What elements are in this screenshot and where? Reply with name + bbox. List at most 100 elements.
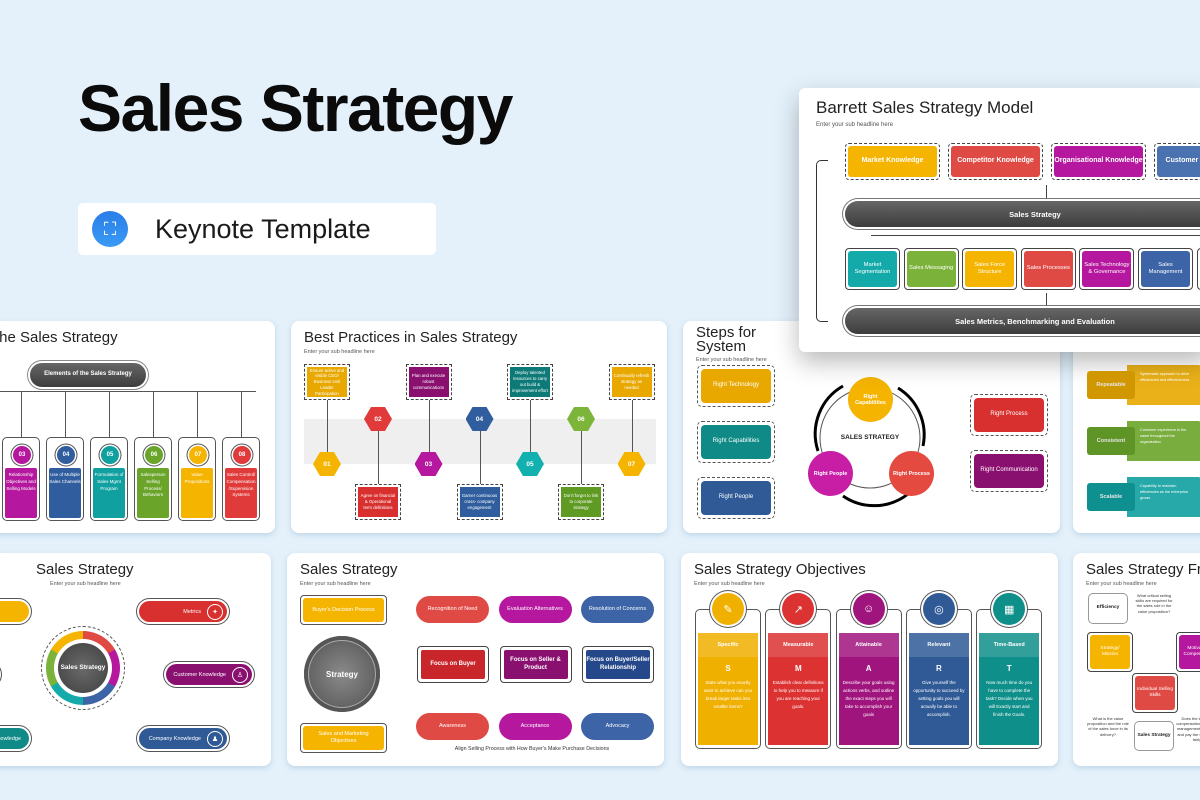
practice-text: Continually refresh strategy as needed <box>611 367 652 397</box>
stage-pill: Resolution of Concerns <box>581 596 654 623</box>
knowledge-box: Competitor Knowledge <box>948 143 1043 180</box>
slide-sales-strategy-objectives: Sales Strategy Objectives Enter your sub… <box>681 553 1058 766</box>
element-number: 06 <box>145 446 163 464</box>
objective-heading: Specific <box>698 633 758 657</box>
objective-letter: S <box>725 664 731 673</box>
quality-row: Repeatable Systematic approach to drive … <box>1087 365 1200 405</box>
connector-line <box>21 391 23 437</box>
slide-title: the Sales Strategy <box>0 329 118 346</box>
mission-box: Strategy/ Mission <box>1090 635 1130 669</box>
objective-heading: Measurable <box>768 633 829 657</box>
practice-box: Plan and execute robust communications <box>405 364 452 400</box>
stage-pill: Advocacy <box>581 713 654 740</box>
component-text: Sales Messaging <box>906 251 956 287</box>
hub-pill-metrics: Metrics ✦ <box>136 598 230 625</box>
hub-center: Sales Strategy <box>58 643 108 693</box>
slide-sales-strategy-framework: Sales Strategy Framework Enter your sub … <box>1073 553 1200 766</box>
keynote-template-badge: ⛶ Keynote Template <box>78 203 436 255</box>
hub-pill-customer: Customer Knowledge♙ <box>163 661 255 688</box>
element-text: Formulation of Sales Mgmt Program <box>93 468 125 518</box>
component-box: Sales Messaging <box>903 248 959 290</box>
practice-text: Deploy talented resources to carry out b… <box>510 367 550 397</box>
step-hexagon: 07 <box>617 452 646 476</box>
cycle-center-label: SALES STRATEGY <box>840 434 900 441</box>
slide-subtitle: Enter your sub headline here <box>1086 581 1157 587</box>
quality-label: Consistent <box>1087 427 1135 455</box>
keynote-icon: ⛶ <box>92 211 128 247</box>
slide-sales-qualities: Repeatable Systematic approach to drive … <box>1073 321 1200 533</box>
connector-arrow <box>581 431 583 484</box>
element-number: 04 <box>57 446 75 464</box>
slide-title: Sales Strategy <box>36 561 134 578</box>
focus-box: Focus on Buyer/Seller Relationship <box>582 646 654 683</box>
component-text: Sales Management <box>1141 251 1190 287</box>
connector-arrow <box>1046 293 1048 306</box>
slide-subtitle: Enter your sub headline here <box>304 349 375 355</box>
objective-body: M Establish clear definitions to help yo… <box>768 657 829 745</box>
element-card: 07 Value Propositions <box>178 437 216 521</box>
badge-label: Keynote Template <box>155 214 371 244</box>
focus-box: Focus on Buyer <box>417 646 489 683</box>
caption: Align Selling Process with How Buyer's M… <box>454 746 610 752</box>
connector-line <box>241 391 243 437</box>
connector-line <box>871 235 1200 237</box>
component-text: Sales Processes <box>1023 251 1073 287</box>
objective-body: R Give yourself the opportunity to succe… <box>908 657 969 745</box>
element-text: Relationship Objectives and Selling Mode… <box>5 468 37 518</box>
hub-pill-yellow <box>0 601 29 622</box>
practice-text: Agree on financial & Operational term de… <box>358 487 398 517</box>
connector-line <box>197 391 199 437</box>
objective-letter: R <box>936 664 942 673</box>
component-box: Market Segmentation <box>845 248 900 290</box>
slide-title: Sales Strategy Objectives <box>694 561 866 578</box>
feedback-loop-line <box>816 160 828 322</box>
objective-icon: ↗ <box>782 593 815 625</box>
quality-label: Scalable <box>1087 483 1135 511</box>
knowledge-text: Customer Knowledge <box>1157 146 1200 177</box>
knowledge-text: Organisational Knowledge <box>1054 146 1143 177</box>
decision-process-box: Buyer's Decision Process <box>303 598 384 622</box>
quality-description: Capability to maintain efficiencies as t… <box>1140 484 1189 501</box>
knowledge-text: Competitor Knowledge <box>951 146 1040 177</box>
step-text: Right People <box>701 481 771 515</box>
stage-pill: Acceptance <box>498 713 572 740</box>
element-text: Sales Control/ Compensation /Supervision… <box>225 468 257 518</box>
slide-title: Sales Strategy Framework <box>1086 561 1200 578</box>
pill-label: Customer Knowledge <box>173 671 226 678</box>
slide-title: Best Practices in Sales Strategy <box>304 329 518 346</box>
element-number: 07 <box>189 446 207 464</box>
slide-barrett-model: Barrett Sales Strategy Model Enter your … <box>799 88 1200 352</box>
connector-arrow <box>1046 185 1048 199</box>
step-box: Right People <box>697 477 775 519</box>
knowledge-box: Customer Knowledge <box>1154 143 1200 180</box>
sales-strategy-box: Sales Strategy <box>1134 721 1174 751</box>
element-card: 04 Use of Multiple Sales Channels <box>46 437 84 521</box>
slide-subtitle: Enter your sub headline here <box>694 581 765 587</box>
element-number: 03 <box>13 446 31 464</box>
component-box <box>1196 248 1200 290</box>
slide-elements-of-sales-strategy: the Sales Strategy Elements of the Sales… <box>0 321 275 533</box>
question-left: What is the value proposition and the ro… <box>1087 716 1129 737</box>
practice-box: Continually refresh strategy as needed <box>608 364 655 400</box>
stage-pill: Recognition of Need <box>416 596 489 623</box>
pill-label: Metrics <box>183 608 201 615</box>
objective-icon: ◎ <box>922 593 955 625</box>
objective-icon: ☺ <box>852 593 885 625</box>
step-text: Right Capabilities <box>701 425 771 459</box>
metrics-icon: ✦ <box>207 604 223 620</box>
element-text: Salesperson Selling Process/ Behaviors <box>137 468 169 518</box>
objective-text: State what you exactly want to achieve c… <box>703 680 753 709</box>
connector-line <box>65 391 67 437</box>
quality-description: Customer experience is the same througho… <box>1140 428 1187 445</box>
element-text: Use of Multiple Sales Channels <box>49 468 81 518</box>
elements-center-pill: Elements of the Sales Strategy <box>30 363 146 387</box>
slide-best-practices: Best Practices in Sales Strategy Enter y… <box>291 321 667 533</box>
element-number: 05 <box>101 446 119 464</box>
stage-pill: Evaluation Alternatives <box>498 596 572 623</box>
slide-sales-strategy-hub: Sales Strategy Enter your sub headline h… <box>0 553 271 766</box>
connector-arrow <box>479 431 481 484</box>
practice-box: Agree on financial & Operational term de… <box>355 484 401 520</box>
step-hexagon: 05 <box>516 452 544 476</box>
component-text: Market Segmentation <box>848 251 897 287</box>
connector-line <box>153 391 155 437</box>
